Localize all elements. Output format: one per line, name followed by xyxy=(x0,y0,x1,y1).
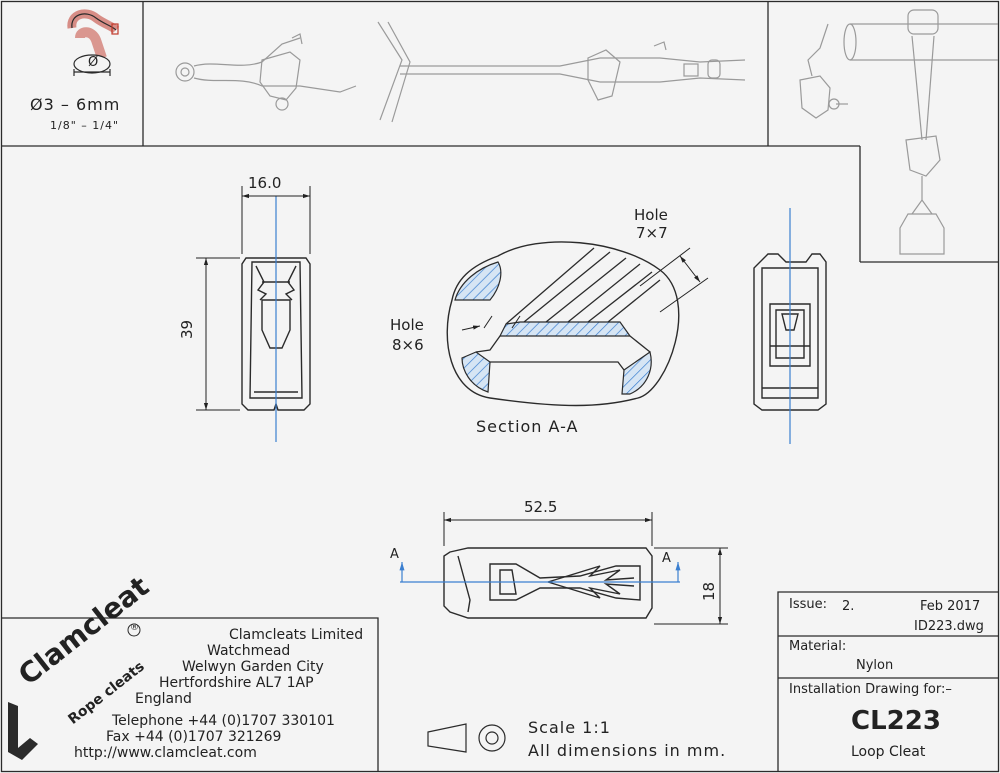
projection-symbol-icon xyxy=(427,723,506,753)
hole-left-label: Hole xyxy=(390,316,424,334)
dimension-width xyxy=(241,186,311,254)
units-text: All dimensions in mm. xyxy=(528,741,727,760)
rope-icon xyxy=(67,9,120,76)
scale-text: Scale 1:1 xyxy=(528,718,611,737)
section-marker-left: A xyxy=(390,547,399,562)
registered-symbol: ® xyxy=(130,623,139,633)
issue-date: Feb 2017 xyxy=(920,599,981,614)
part-number: CL223 xyxy=(851,706,941,736)
material-label: Material: xyxy=(789,639,847,654)
dimension-length-label: 52.5 xyxy=(524,498,558,516)
dimension-height xyxy=(196,257,240,411)
section-marker-right: A xyxy=(662,551,671,566)
address-line-3: Hertfordshire AL7 1AP xyxy=(159,675,314,691)
drawing-number: ID223.dwg xyxy=(914,619,984,634)
hatch-top-left xyxy=(454,261,502,301)
issue-value: 2. xyxy=(842,599,855,614)
hatch-center-bar xyxy=(499,321,632,337)
address-line-2: Welwyn Garden City xyxy=(182,659,324,675)
dimension-length xyxy=(443,512,653,546)
section-view xyxy=(446,241,709,407)
issue-label: Issue: xyxy=(789,597,827,612)
hatch-bottom-left xyxy=(461,351,491,393)
section-grooves xyxy=(475,247,661,371)
company-name: Clamcleats Limited xyxy=(229,627,364,643)
hole-top-label: Hole xyxy=(634,206,668,224)
registered-mark xyxy=(127,623,141,637)
installation-sketch-1 xyxy=(175,33,357,111)
installation-sketch-2 xyxy=(377,21,746,123)
rope-size-imperial: 1/8" – 1/4" xyxy=(50,119,120,132)
dimension-depth xyxy=(654,547,728,625)
top-view xyxy=(443,547,653,619)
address-line-4: England xyxy=(135,691,192,707)
section-caption: Section A-A xyxy=(476,417,579,436)
telephone: Telephone +44 (0)1707 330101 xyxy=(112,713,335,729)
installation-sketch-3 xyxy=(799,9,998,255)
rope-size-metric: Ø3 – 6mm xyxy=(30,95,121,114)
hole-top-size: 7×7 xyxy=(636,224,668,242)
hole-left-size: 8×6 xyxy=(392,336,424,354)
fax: Fax +44 (0)1707 321269 xyxy=(106,729,282,745)
clamcleat-logo-mark xyxy=(8,702,38,760)
dimension-width-label: 16.0 xyxy=(248,174,282,192)
material-value: Nylon xyxy=(856,658,894,673)
installation-label: Installation Drawing for:– xyxy=(789,682,952,697)
section-outline xyxy=(446,241,680,407)
dimension-depth-label: 18 xyxy=(700,581,719,602)
side-view xyxy=(753,253,827,411)
diameter-symbol: Ø xyxy=(88,55,99,70)
dimension-height-label: 39 xyxy=(178,319,197,340)
website-link[interactable]: http://www.clamcleat.com xyxy=(74,745,257,761)
part-name: Loop Cleat xyxy=(851,744,926,760)
address-line-1: Watchmead xyxy=(207,643,291,659)
hatch-bottom-right xyxy=(621,351,652,395)
